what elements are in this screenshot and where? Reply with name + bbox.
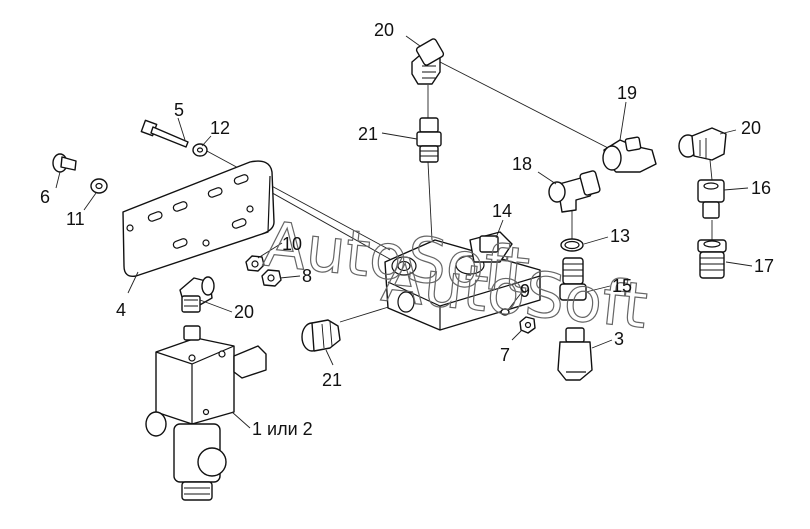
watermark-autosoft-bottom: AutoSoft — [378, 242, 650, 342]
fitting-16 — [697, 179, 725, 219]
mounting-plate — [122, 160, 275, 277]
callout-6: 6 — [40, 187, 50, 207]
callout-14: 14 — [492, 201, 512, 221]
callout-5: 5 — [174, 100, 184, 120]
coupling-17 — [697, 239, 727, 279]
callout-9: 9 — [520, 281, 530, 301]
callout-3: 3 — [614, 329, 624, 349]
callout-20-top: 20 — [374, 20, 394, 40]
o-ring-13 — [560, 238, 584, 252]
straight-fitting-bottom — [301, 319, 341, 352]
plug-7 — [519, 316, 536, 334]
tee-fitting — [602, 136, 657, 173]
callout-13: 13 — [610, 226, 630, 246]
callout-20-left: 20 — [234, 302, 254, 322]
elbow-fitting-right — [678, 127, 727, 161]
elbow-fitting-18 — [548, 170, 601, 213]
straight-fitting-top — [416, 117, 442, 163]
callout-12: 12 — [210, 118, 230, 138]
long-bolt — [140, 119, 189, 148]
elbow-fitting-left — [179, 276, 215, 313]
o-ring-9 — [500, 308, 510, 316]
solenoid-valve — [145, 325, 267, 501]
callout-leaders — [55, 35, 753, 429]
adapter-15 — [559, 257, 587, 301]
callout-19: 19 — [617, 83, 637, 103]
washer-12 — [192, 143, 208, 157]
pressure-sensor — [557, 327, 593, 381]
callout-21-bottom: 21 — [322, 370, 342, 390]
callout-11: 11 — [66, 209, 85, 229]
callout-18: 18 — [512, 154, 532, 174]
nut-10 — [245, 255, 265, 272]
valve-block — [384, 231, 541, 331]
callout-4: 4 — [116, 300, 126, 320]
callout-10: 10 — [282, 234, 302, 254]
callout-labels: 20 19 20 5 12 21 18 16 6 11 14 13 10 8 1… — [40, 20, 774, 439]
callout-20-right: 20 — [741, 118, 761, 138]
callout-17: 17 — [754, 256, 774, 276]
nut-8 — [261, 269, 282, 287]
callout-8: 8 — [302, 266, 312, 286]
callout-16: 16 — [751, 178, 771, 198]
callout-7: 7 — [500, 345, 510, 365]
callout-15: 15 — [612, 276, 632, 296]
washer-11 — [90, 178, 108, 194]
callout-21-top: 21 — [358, 124, 378, 144]
elbow-fitting-top — [411, 38, 445, 85]
short-bolt — [52, 153, 77, 173]
callout-1-or-2: 1 или 2 — [252, 419, 313, 439]
